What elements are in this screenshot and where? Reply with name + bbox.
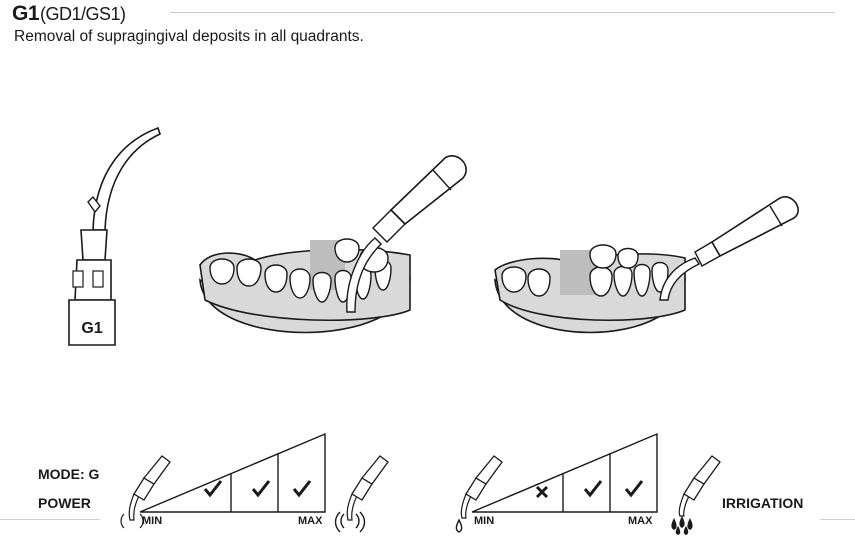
power-min-label: MIN <box>142 515 163 527</box>
lower-jaw-scaling-right-icon <box>494 196 799 334</box>
irrigation-min-label: MIN <box>474 515 495 527</box>
footer-divider-right <box>820 519 855 520</box>
lower-jaw-scaling-left-icon <box>199 155 467 334</box>
instrument-engraving: G1 <box>81 320 102 337</box>
check-icon <box>583 480 603 498</box>
handpiece-high-vibration-icon <box>334 455 389 533</box>
handpiece-low-vibration-icon <box>120 455 171 529</box>
irrigation-max-label: MAX <box>628 515 653 527</box>
check-icon <box>292 480 312 498</box>
cross-icon <box>535 485 549 499</box>
irrigation-scale <box>471 432 658 513</box>
tip-description: Removal of supragingival deposits in all… <box>14 28 364 45</box>
irrigation-label: IRRIGATION <box>722 495 804 511</box>
tip-title: G1(GD1/GS1) <box>12 2 126 26</box>
header-divider <box>170 12 835 13</box>
handpiece-single-drop-icon <box>455 455 503 533</box>
check-icon <box>251 480 271 498</box>
scaler-tip-icon: G1 <box>68 126 161 346</box>
tip-alternates: (GD1/GS1) <box>40 4 126 24</box>
handpiece-multiple-drops-icon <box>671 455 721 535</box>
check-icon <box>624 480 644 498</box>
tip-code: G1 <box>12 2 40 25</box>
power-scale <box>139 432 326 513</box>
check-icon <box>203 480 223 498</box>
power-max-label: MAX <box>298 515 323 527</box>
power-label: POWER <box>38 495 91 511</box>
footer-divider-left <box>0 519 100 520</box>
mode-label: MODE: G <box>38 466 100 482</box>
